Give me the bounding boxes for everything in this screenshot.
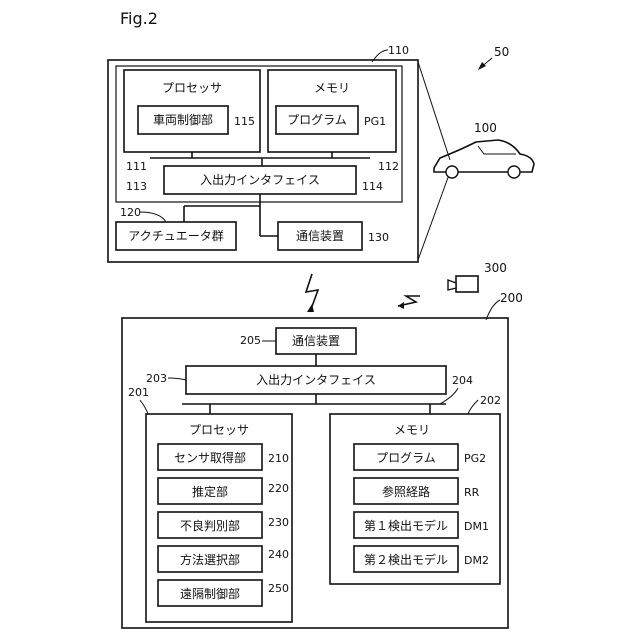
server-io-label: 入出力インタフェイス	[256, 373, 376, 387]
io-ref-114: 114	[362, 180, 383, 193]
processor-unit: センサ取得部	[158, 444, 262, 470]
memory-item-ref: RR	[464, 486, 480, 499]
memory-item: プログラム	[354, 444, 458, 470]
vehicle-comm-label: 通信装置	[296, 229, 344, 243]
processor-unit: 遠隔制御部	[158, 580, 262, 606]
server-comm-device: 通信装置	[276, 328, 356, 354]
processor-unit-label: センサ取得部	[174, 450, 246, 465]
server-io-ref: 203	[146, 372, 167, 385]
vehicle-program-label: プログラム	[287, 113, 347, 127]
server-memory-label: メモリ	[394, 423, 430, 437]
memory-item-ref: DM2	[464, 554, 489, 567]
vehicle-processor: プロセッサ 車両制御部	[124, 70, 260, 152]
vehicle-program-ref: PG1	[364, 115, 386, 128]
memory-item-label: 第２検出モデル	[364, 552, 448, 567]
server-processor-ref: 201	[128, 386, 149, 399]
processor-unit-label: 遠隔制御部	[180, 586, 240, 601]
memory-item-label: 参照経路	[382, 484, 430, 499]
server-io-interface: 入出力インタフェイス	[186, 366, 446, 394]
ecu-callout-lines	[418, 62, 450, 260]
vehicle-memory-label: メモリ	[314, 81, 350, 95]
system-ref: 50	[494, 45, 509, 59]
vehicle-io-interface: 入出力インタフェイス	[164, 166, 356, 194]
processor-unit-ref: 220	[268, 482, 289, 495]
bus-ref-113: 113	[126, 180, 147, 193]
memory-item-label: プログラム	[376, 451, 436, 465]
memory-ref-112: 112	[378, 160, 399, 173]
server-bus-ref: 204	[452, 374, 473, 387]
camera-ref: 300	[484, 261, 507, 275]
memory-item-label: 第１検出モデル	[364, 518, 448, 533]
processor-unit-ref: 250	[268, 582, 289, 595]
vehicle-processor-label: プロセッサ	[162, 81, 222, 95]
actuator-ref: 120	[120, 206, 141, 219]
ecu-ref: 110	[388, 44, 409, 57]
server-ref: 200	[500, 291, 523, 305]
actuator-group: アクチュエータ群	[116, 222, 236, 250]
processor-unit: 不良判別部	[158, 512, 262, 538]
camera-icon	[448, 276, 478, 292]
server-comm-label: 通信装置	[292, 334, 340, 348]
processor-unit: 推定部	[158, 478, 262, 504]
vehicle-comm-ref: 130	[368, 231, 389, 244]
server-memory-ref: 202	[480, 394, 501, 407]
actuator-label: アクチュエータ群	[128, 229, 223, 243]
processor-unit-ref: 210	[268, 452, 289, 465]
processor-unit-ref: 240	[268, 548, 289, 561]
memory-item-ref: PG2	[464, 452, 486, 465]
vehicle-comm-device: 通信装置	[278, 222, 362, 250]
processor-unit-label: 方法選択部	[180, 552, 240, 567]
figure-label: Fig.2	[120, 9, 158, 28]
vehicle-io-label: 入出力インタフェイス	[200, 173, 320, 187]
vehicle-memory: メモリ プログラム	[268, 70, 396, 152]
system-ref-arrow	[478, 58, 492, 70]
memory-item: 第１検出モデル	[354, 512, 458, 538]
processor-unit-label: 推定部	[192, 484, 228, 499]
memory-item: 参照経路	[354, 478, 458, 504]
processor-unit-ref: 230	[268, 516, 289, 529]
memory-item-ref: DM1	[464, 520, 489, 533]
processor-ref-111: 111	[126, 160, 147, 173]
vehicle-control-ref: 115	[234, 115, 255, 128]
server-comm-ref: 205	[240, 334, 261, 347]
memory-item: 第２検出モデル	[354, 546, 458, 572]
server-processor-label: プロセッサ	[189, 423, 249, 437]
wireless-signal-icon-2	[398, 296, 420, 309]
wireless-signal-icon	[306, 274, 318, 312]
vehicle-ref: 100	[474, 121, 497, 135]
vehicle-control-label: 車両制御部	[153, 112, 213, 127]
car-icon	[434, 140, 534, 178]
processor-unit-label: 不良判別部	[180, 518, 240, 533]
processor-unit: 方法選択部	[158, 546, 262, 572]
